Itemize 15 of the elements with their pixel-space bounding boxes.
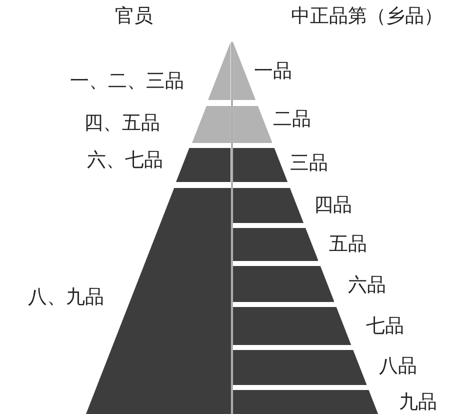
column-heading: 官员 <box>115 5 153 27</box>
rank-label: 一、二、三品 <box>70 70 184 92</box>
rank-label: 三品 <box>290 152 328 174</box>
rank-label: 八品 <box>379 355 417 377</box>
rank-label: 八、九品 <box>28 286 104 308</box>
rank-label: 四、五品 <box>84 112 160 134</box>
rank-label: 四品 <box>314 194 352 216</box>
column-heading: 中正品第（乡品） <box>291 5 443 27</box>
rank-label: 一品 <box>254 60 292 82</box>
rank-label: 七品 <box>366 315 404 337</box>
rank-label: 九品 <box>399 391 437 413</box>
rank-label: 五品 <box>329 233 367 255</box>
rank-label: 二品 <box>273 108 311 130</box>
rank-label: 六品 <box>348 274 386 296</box>
rank-label: 六、七品 <box>87 149 163 171</box>
